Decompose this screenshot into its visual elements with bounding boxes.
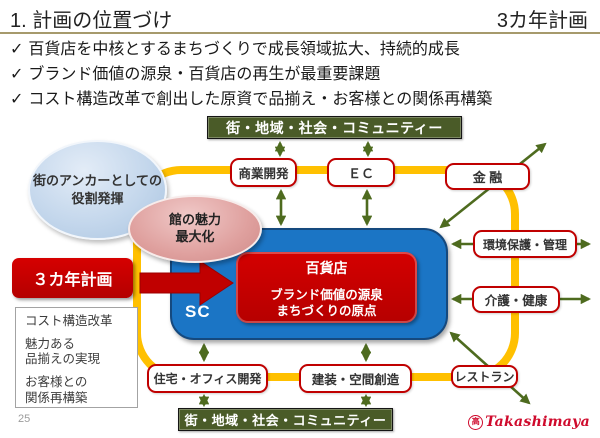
plan-measure: お客様との 関係再構築: [25, 374, 88, 405]
checkmark-icon: ✓: [10, 66, 24, 83]
node-housing-office: 住宅・オフィス開発: [147, 364, 268, 393]
node-commercial-development: 商業開発: [230, 158, 297, 187]
community-bar-bottom: 街・地域・社会・コミュニティー: [178, 408, 393, 431]
bullet-item: ✓ コスト構造改革で創出した原資で品揃え・お客様との関係再構築: [10, 87, 598, 112]
ellipse-facility-appeal: 館の魅力 最大化: [128, 195, 262, 263]
node-environment-management: 環境保護・管理: [473, 230, 577, 258]
node-ec: ＥＣ: [327, 158, 395, 187]
department-store-line2: まちづくりの原点: [276, 304, 377, 319]
three-year-plan-box: ３カ年計画: [12, 258, 133, 298]
bullet-text: 百貨店を中核とするまちづくりで成長領域拡大、持続的成長: [28, 41, 460, 58]
page-title-right: 3カ年計画: [496, 10, 588, 32]
page-number: 25: [18, 413, 31, 425]
community-bar-top: 街・地域・社会・コミュニティー: [207, 116, 462, 139]
bullet-text: ブランド価値の源泉・百貨店の再生が最重要課題: [28, 66, 381, 83]
plan-measures-list: コスト構造改革 魅力ある 品揃えの実現 お客様との 関係再構築: [15, 307, 138, 408]
node-care-health: 介護・健康: [472, 286, 560, 313]
node-interior-space: 建装・空間創造: [299, 364, 412, 393]
takashimaya-emblem-icon: 高: [468, 414, 484, 430]
checkmark-icon: ✓: [10, 91, 24, 108]
plan-measure: 魅力ある 品揃えの実現: [25, 336, 101, 367]
title-divider: [0, 32, 600, 34]
page-title: 1. 計画の位置づけ: [10, 10, 173, 32]
summary-bullets: ✓ 百貨店を中核とするまちづくりで成長領域拡大、持続的成長 ✓ ブランド価値の源…: [10, 37, 598, 112]
checkmark-icon: ✓: [10, 41, 24, 58]
plan-arrow: [139, 260, 234, 306]
department-store-title: 百貨店: [305, 260, 348, 276]
department-store-box: 百貨店 ブランド価値の源泉 まちづくりの原点: [236, 252, 417, 323]
node-finance: 金 融: [445, 163, 530, 190]
bullet-item: ✓ 百貨店を中核とするまちづくりで成長領域拡大、持続的成長: [10, 37, 598, 62]
sc-label: SC: [185, 302, 211, 321]
bullet-text: コスト構造改革で創出した原資で品揃え・お客様との関係再構築: [28, 91, 493, 108]
plan-measure: コスト構造改革: [25, 314, 113, 328]
bullet-item: ✓ ブランド価値の源泉・百貨店の再生が最重要課題: [10, 62, 598, 87]
takashimaya-logo: 高 Takashimaya: [468, 414, 590, 430]
takashimaya-logo-text: Takashimaya: [485, 414, 590, 430]
node-restaurant: レストラン: [451, 365, 518, 388]
department-store-line1: ブランド価値の源泉: [270, 288, 383, 302]
